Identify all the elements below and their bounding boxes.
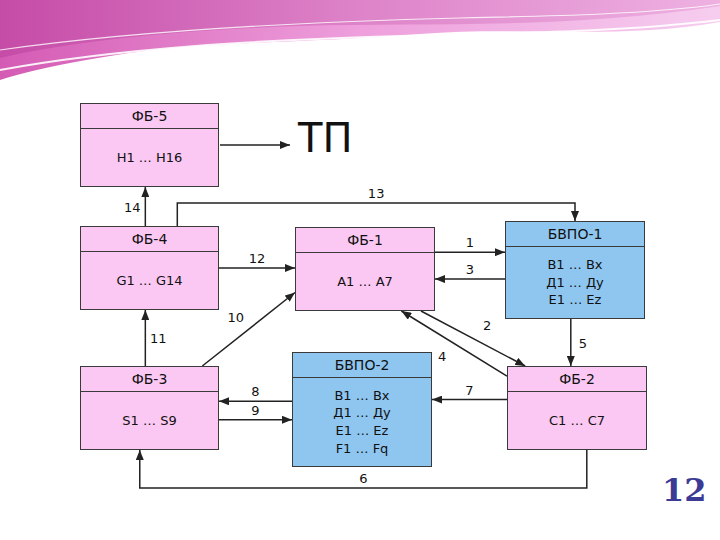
block-body: G1 … G14 (81, 252, 218, 309)
flow-number: 4 (438, 348, 446, 363)
variable-range: В1 … Вx (334, 387, 389, 405)
block-title: ФБ-2 (508, 367, 646, 392)
function-block: ФБ-5 Н1 … Н16 (80, 103, 219, 187)
block-body: С1 … С7 (508, 392, 646, 449)
variable-range: Е1 … Еz (336, 422, 389, 440)
block-title: ФБ-4 (81, 227, 218, 252)
flow-arrow (432, 399, 507, 401)
block-body: S1 … S9 (81, 392, 218, 449)
flow-number: 7 (465, 382, 473, 397)
variable-range: Н1 … Н16 (117, 149, 183, 167)
variable-range: G1 … G14 (116, 272, 182, 290)
variable-range: F1 … Fq (336, 440, 389, 458)
block-body: А1 … А7 (296, 253, 434, 310)
block-title: БВПО-2 (293, 353, 431, 378)
function-block: ФБ-2 С1 … С7 (507, 366, 647, 450)
block-title: ФБ-5 (81, 104, 218, 129)
flow-number: 13 (368, 186, 385, 201)
block-title: ФБ-1 (296, 228, 434, 253)
page-number: 12 (662, 474, 707, 506)
header-band (0, 0, 720, 80)
flow-number: 8 (251, 384, 259, 399)
database-box: БВПО-2В1 … ВxД1 … ДуЕ1 … ЕzF1 … Fq (292, 352, 432, 467)
flow-number: 5 (579, 335, 587, 350)
flow-arrow (219, 267, 295, 269)
flow-arrow (219, 419, 292, 421)
flow-number: 11 (150, 331, 167, 346)
output-label: ТП (298, 118, 353, 158)
header-stripe (0, 4, 720, 50)
variable-range: В1 … Вx (547, 256, 602, 274)
flow-arrow (570, 319, 572, 366)
flow-number: 10 (227, 310, 244, 325)
flow-number: 12 (249, 251, 266, 266)
block-body: В1 … ВxД1 … ДуЕ1 … ЕzF1 … Fq (293, 378, 431, 466)
flow-number: 9 (251, 402, 259, 417)
output-arrow (220, 144, 290, 146)
variable-range: С1 … С7 (549, 412, 605, 430)
flow-arrow (219, 401, 292, 403)
variable-range: Д1 … Ду (333, 404, 391, 422)
block-title: БВПО-1 (506, 222, 644, 247)
variable-range: А1 … А7 (337, 273, 393, 291)
function-block: ФБ-1 А1 … А7 (295, 227, 435, 311)
flow-arrow (145, 187, 147, 226)
flow-number: 14 (124, 199, 141, 214)
flow-number: 2 (483, 317, 491, 332)
variable-range: S1 … S9 (122, 412, 176, 430)
flow-arrow (145, 310, 147, 366)
flow-arrow (421, 311, 525, 366)
function-block: ФБ-4 G1 … G14 (80, 226, 219, 310)
function-block: ФБ-3 S1 … S9 (80, 366, 219, 450)
block-title: ФБ-3 (81, 367, 218, 392)
flow-number: 1 (466, 235, 474, 250)
flow-number: 3 (466, 262, 474, 277)
database-box: БВПО-1В1 … ВxД1 … ДуЕ1 … Еz (505, 221, 645, 319)
variable-range: Е1 … Еz (549, 291, 602, 309)
header-stripe (0, 20, 720, 70)
flow-number: 6 (359, 471, 367, 486)
block-body: В1 … ВxД1 … ДуЕ1 … Еz (506, 247, 644, 318)
block-body: Н1 … Н16 (81, 129, 218, 186)
flow-arrow (435, 251, 505, 253)
flow-arrow (435, 278, 505, 280)
variable-range: Д1 … Ду (546, 274, 604, 292)
